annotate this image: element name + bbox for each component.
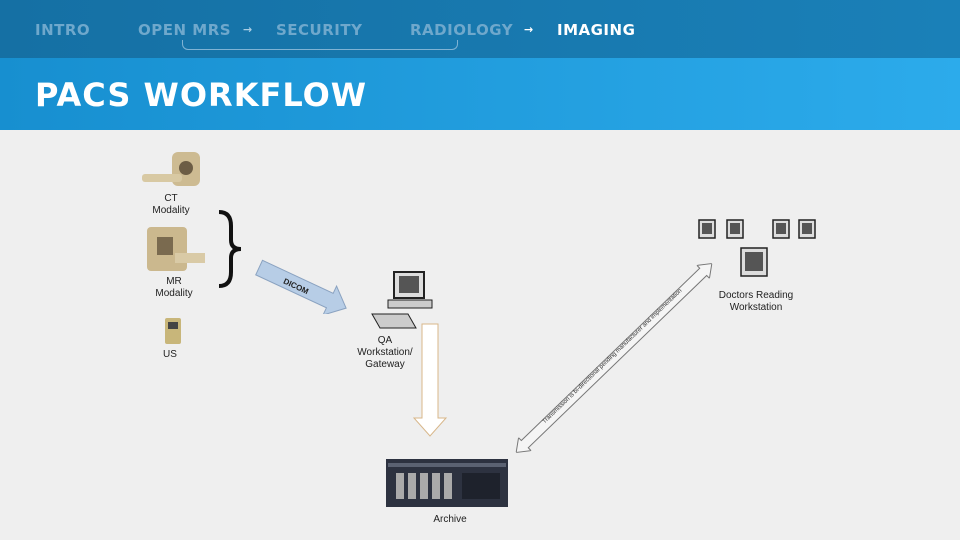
- brace-icon: [218, 210, 242, 288]
- nav-open-mrs[interactable]: OPEN MRS: [138, 21, 232, 39]
- archive-server-icon: [386, 459, 508, 507]
- page-title: PACS WORKFLOW: [35, 76, 368, 114]
- doctors-label: Doctors Reading Workstation: [718, 290, 794, 313]
- qa-workstation-icon: [371, 271, 433, 329]
- us-label: US: [163, 349, 177, 360]
- qa-label: QA Workstation/ Gateway: [357, 335, 413, 370]
- title-band: PACS WORKFLOW: [0, 58, 960, 130]
- dicom-arrow: DICOM: [255, 259, 347, 314]
- arrow-icon: →: [243, 23, 253, 36]
- nav-intro[interactable]: INTRO: [35, 21, 91, 39]
- nav-imaging[interactable]: IMAGING: [557, 21, 636, 39]
- ct-scanner-icon: [142, 152, 200, 186]
- down-arrow: [412, 323, 448, 437]
- doctors-workstations-icon: [698, 219, 816, 277]
- nav-security[interactable]: SECURITY: [276, 21, 363, 39]
- transmission-label: Transmission is bi-directional pending m…: [541, 287, 684, 426]
- archive-label: Archive: [433, 514, 467, 525]
- nav-bracket: [182, 40, 458, 50]
- mr-label: MR Modality: [155, 276, 193, 299]
- ultrasound-icon: [165, 318, 181, 344]
- ct-label: CT Modality: [152, 193, 190, 216]
- arrow-icon: →: [524, 23, 534, 36]
- top-nav: INTRO OPEN MRS → SECURITY RADIOLOGY → IM…: [0, 0, 960, 58]
- bidirectional-arrow: Transmission is bi-directional pending m…: [510, 257, 718, 459]
- mr-scanner-icon: [147, 227, 205, 271]
- nav-radiology[interactable]: RADIOLOGY: [410, 21, 514, 39]
